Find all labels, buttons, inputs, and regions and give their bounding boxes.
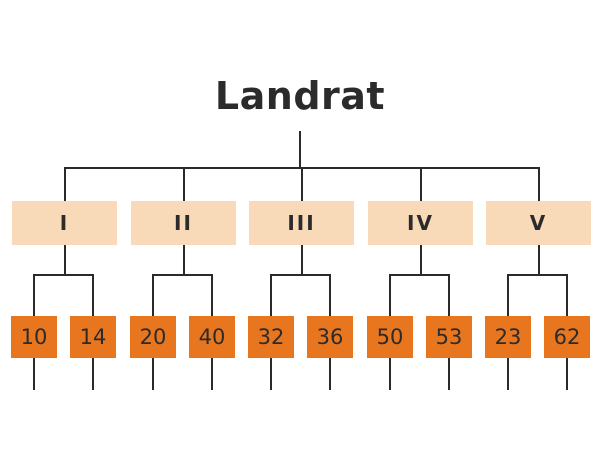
unit-box: 20 (130, 316, 176, 358)
department-box: IV (368, 201, 473, 245)
unit-label: 10 (20, 325, 48, 349)
unit-box: 50 (367, 316, 413, 358)
unit-drop-connector (507, 274, 509, 316)
unit-tail-connector (270, 358, 272, 390)
dept-stem-connector (63, 245, 66, 275)
unit-box: 53 (426, 316, 472, 358)
unit-label: 62 (553, 325, 581, 349)
unit-drop-connector (389, 274, 391, 316)
unit-tail-connector (448, 358, 450, 390)
department-box: III (249, 201, 354, 245)
dept-stem-connector (300, 245, 303, 275)
department-label: I (59, 211, 70, 235)
unit-box: 23 (485, 316, 531, 358)
unit-label: 32 (257, 325, 285, 349)
branch-connector (33, 274, 94, 276)
dept-stem-connector (537, 245, 540, 275)
unit-drop-connector (566, 274, 568, 316)
unit-box: 36 (307, 316, 353, 358)
dept-stem-connector (419, 245, 422, 275)
dept-drop-connector (537, 167, 540, 201)
dept-drop-connector (63, 167, 66, 201)
unit-box: 14 (70, 316, 116, 358)
unit-box: 62 (544, 316, 590, 358)
department-box: I (12, 201, 117, 245)
branch-connector (152, 274, 213, 276)
dept-drop-connector (419, 167, 422, 201)
dept-drop-connector (300, 167, 303, 201)
dept-stem-connector (182, 245, 185, 275)
unit-label: 50 (376, 325, 404, 349)
unit-drop-connector (448, 274, 450, 316)
unit-tail-connector (33, 358, 35, 390)
unit-label: 14 (79, 325, 107, 349)
unit-tail-connector (566, 358, 568, 390)
unit-tail-connector (329, 358, 331, 390)
unit-box: 40 (189, 316, 235, 358)
unit-label: 20 (139, 325, 167, 349)
unit-tail-connector (211, 358, 213, 390)
unit-box: 32 (248, 316, 294, 358)
unit-drop-connector (211, 274, 213, 316)
department-box: V (486, 201, 591, 245)
unit-tail-connector (507, 358, 509, 390)
department-label: III (287, 211, 316, 235)
unit-tail-connector (389, 358, 391, 390)
branch-connector (507, 274, 568, 276)
unit-label: 23 (494, 325, 522, 349)
unit-tail-connector (92, 358, 94, 390)
dept-drop-connector (182, 167, 185, 201)
department-label: V (529, 211, 548, 235)
unit-drop-connector (33, 274, 35, 316)
unit-drop-connector (329, 274, 331, 316)
chart-title: Landrat (214, 74, 386, 118)
unit-label: 53 (435, 325, 463, 349)
unit-drop-connector (92, 274, 94, 316)
trunk-connector (299, 131, 301, 168)
unit-drop-connector (152, 274, 154, 316)
department-label: II (174, 211, 193, 235)
unit-label: 40 (198, 325, 226, 349)
unit-drop-connector (270, 274, 272, 316)
unit-label: 36 (316, 325, 344, 349)
department-box: II (131, 201, 236, 245)
unit-tail-connector (152, 358, 154, 390)
department-label: IV (407, 211, 434, 235)
branch-connector (270, 274, 331, 276)
branch-connector (389, 274, 450, 276)
unit-box: 10 (11, 316, 57, 358)
